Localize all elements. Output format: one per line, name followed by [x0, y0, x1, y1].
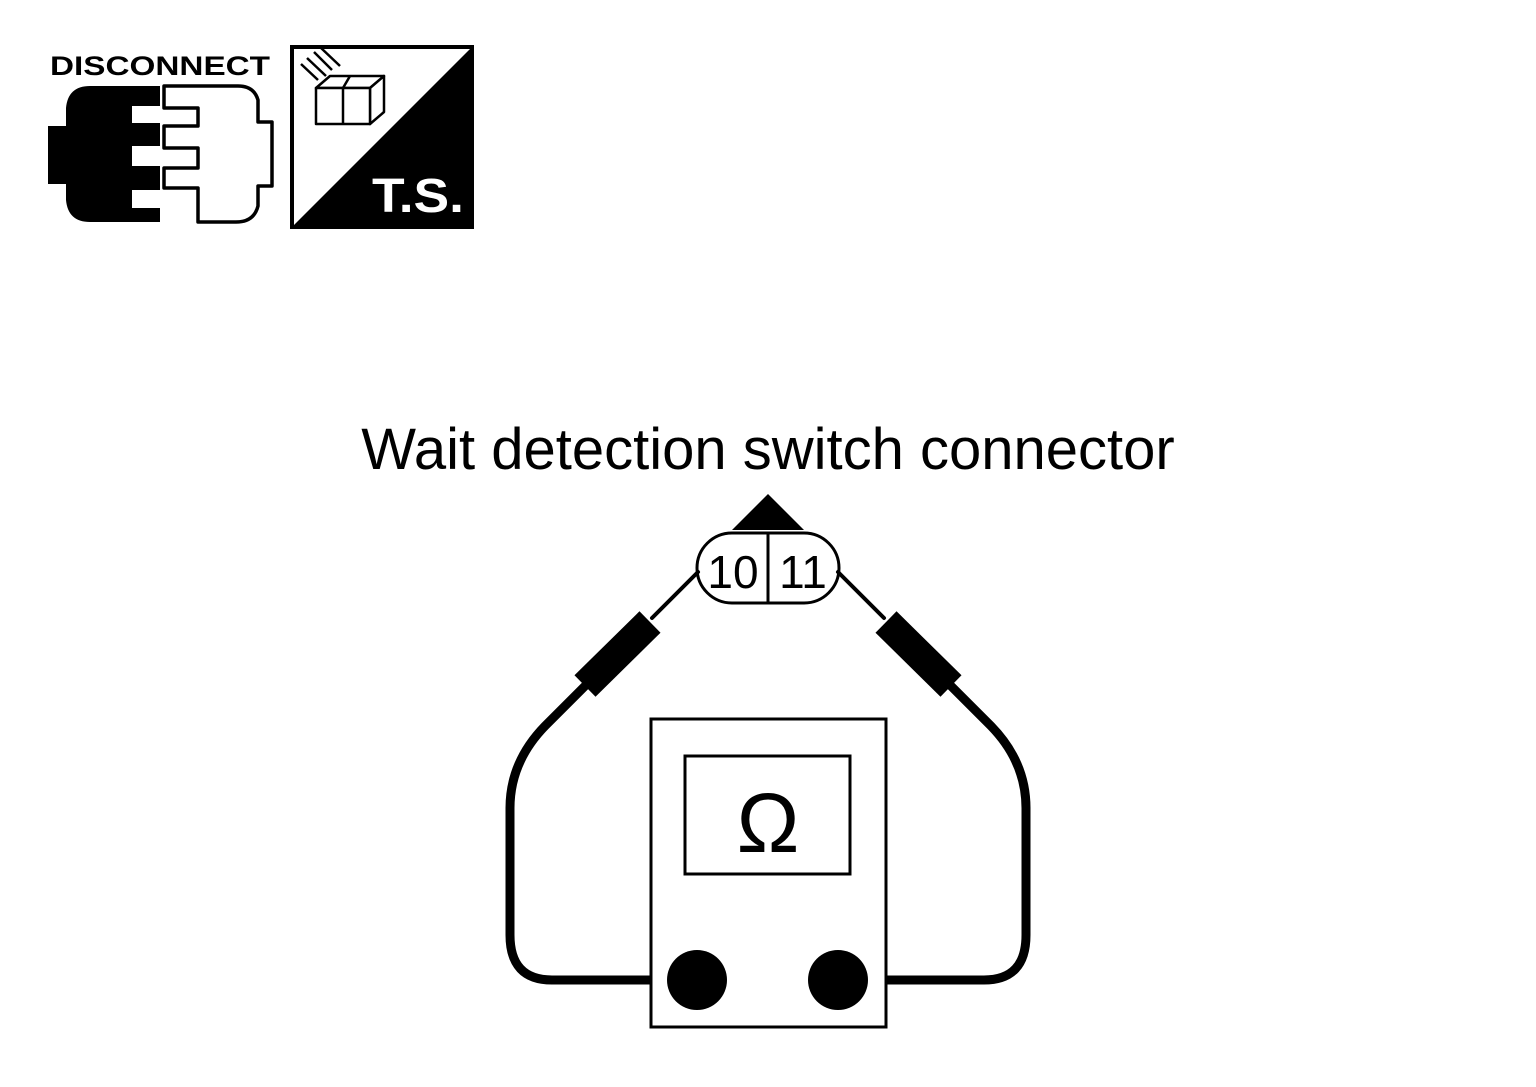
meter-terminal-left [667, 950, 727, 1010]
ohmmeter: Ω [649, 717, 888, 1029]
disconnect-icon: DISCONNECT [48, 51, 274, 224]
connector-plug-icon [48, 86, 160, 222]
right-wire [833, 678, 1031, 985]
test-icon: T.S. [290, 45, 474, 229]
left-probe-body [574, 611, 661, 697]
connector-pointer-icon [732, 494, 804, 530]
pin-10-label: 10 [707, 546, 758, 598]
right-probe-tip [836, 570, 886, 620]
left-wire [505, 678, 700, 985]
connector: 10 11 [695, 494, 841, 605]
connector-block-icon [300, 46, 386, 126]
connector-socket-icon [162, 84, 274, 224]
pin-11-label: 11 [779, 546, 827, 598]
meter-display [683, 754, 852, 876]
test-label: T.S. [372, 170, 464, 223]
test-leads [505, 570, 1031, 985]
right-probe-body [875, 611, 962, 697]
connector-title: Wait detection switch connector [361, 417, 1174, 482]
left-probe-tip [650, 570, 700, 620]
ohm-symbol-icon: Ω [737, 776, 800, 870]
meter-terminal-right [808, 950, 868, 1010]
disconnect-label: DISCONNECT [50, 51, 271, 81]
